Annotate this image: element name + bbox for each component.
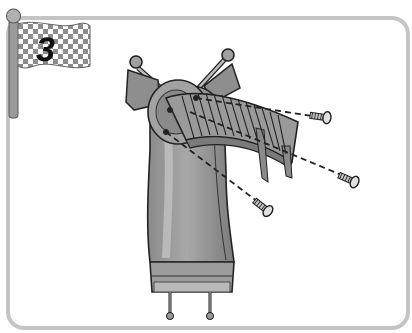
- base-block: [150, 262, 234, 292]
- step-number: 3: [36, 31, 55, 69]
